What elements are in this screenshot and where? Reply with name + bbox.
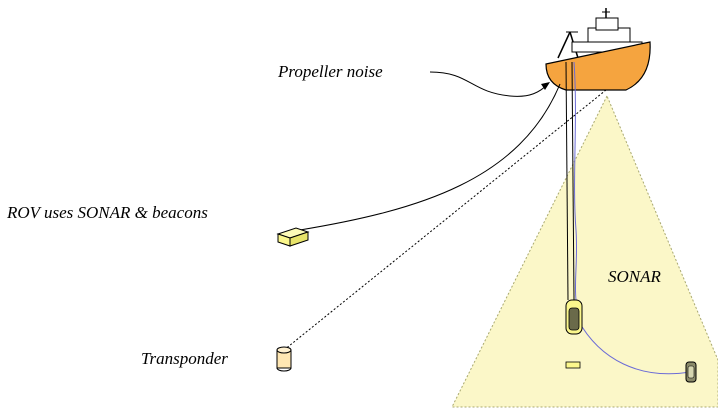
ship-crane [557, 31, 571, 59]
label-sonar: SONAR [608, 267, 662, 286]
rov-link-line [299, 83, 561, 231]
winch-cable-2 [571, 61, 575, 301]
rov-tether [577, 319, 691, 375]
tether-cable [573, 61, 578, 301]
rov-small [685, 361, 697, 383]
tms-cage [565, 299, 583, 335]
propeller-noise-arrowhead [541, 82, 550, 90]
rov-box [276, 227, 310, 247]
depressor-weight [565, 361, 581, 369]
transponder [276, 346, 292, 372]
propeller-noise-arrow [429, 71, 549, 97]
label-propeller-noise: Propeller noise [277, 62, 383, 81]
transponder-link-line [283, 89, 607, 351]
label-transponder: Transponder [141, 349, 228, 368]
ship [545, 8, 651, 301]
label-rov: ROV uses SONAR & beacons [6, 203, 208, 222]
winch-cable-1 [565, 61, 569, 301]
ship-bridge [595, 17, 619, 31]
sonar-cone [451, 94, 718, 408]
